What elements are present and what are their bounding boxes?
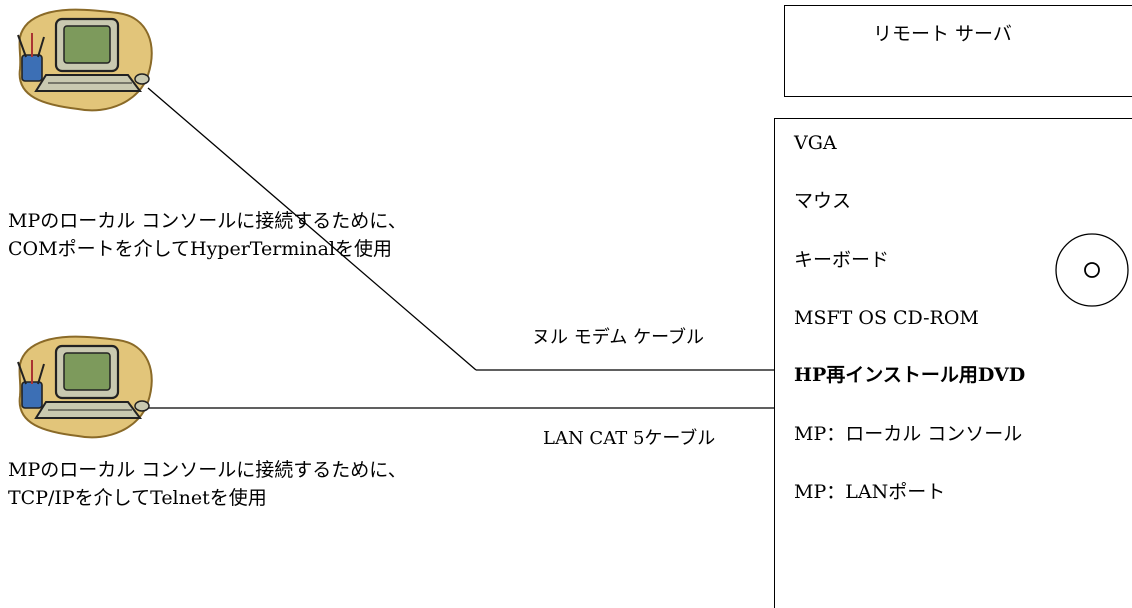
- bottom-client-description-line2: TCP/IPを介してTelnetを使用: [8, 487, 267, 509]
- port-mouse: マウス: [794, 190, 852, 212]
- remote-server-body: [774, 118, 1132, 608]
- bottom-client-description: MPのローカル コンソールに接続するために、 TCP/IPを介してTelnetを…: [8, 456, 407, 512]
- port-vga: VGA: [794, 132, 837, 154]
- remote-server-title-box: リモート サーバ: [784, 5, 1132, 97]
- port-cd-rom: MSFT OS CD-ROM: [794, 307, 979, 329]
- bottom-client-description-line1: MPのローカル コンソールに接続するために、: [8, 459, 407, 481]
- null-modem-cable-diagonal: [147, 87, 477, 371]
- top-client-description-line1: MPのローカル コンソールに接続するために、: [8, 210, 407, 232]
- connection-lines: [118, 87, 774, 409]
- port-keyboard: キーボード: [794, 249, 890, 271]
- lan-cable-label: LAN CAT 5ケーブル: [543, 428, 716, 449]
- top-client-description-line2: COMポートを介してHyperTerminalを使用: [8, 238, 393, 260]
- top-client-description: MPのローカル コンソールに接続するために、 COMポートを介してHyperTe…: [8, 207, 407, 263]
- port-reinstall-dvd: HP再インストール用DVD: [794, 364, 1026, 386]
- port-mp-local-console: MP：ローカル コンソール: [794, 423, 1023, 445]
- computer-icon-bottom: [8, 332, 158, 444]
- port-mp-lan: MP：LANポート: [794, 481, 946, 503]
- remote-server-title: リモート サーバ: [873, 23, 1012, 45]
- cd-disc-icon: [1055, 233, 1129, 307]
- computer-icon-top: [8, 5, 158, 117]
- null-modem-cable-label: ヌル モデム ケーブル: [532, 327, 705, 348]
